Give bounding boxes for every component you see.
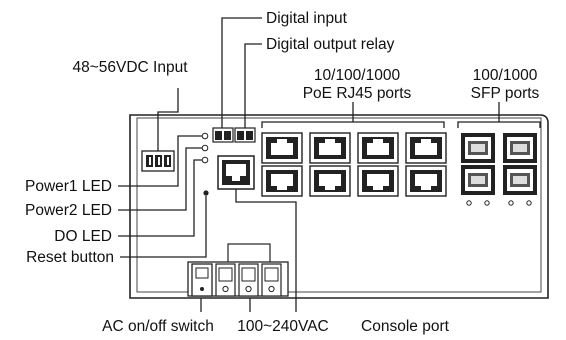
digital-input-terminal — [212, 127, 234, 143]
dc-input-connector — [141, 150, 175, 172]
ac-terminal-block — [215, 263, 282, 297]
sfp-port — [461, 165, 495, 195]
reset-button-label: Reset button — [26, 249, 114, 266]
poe-rj45-port — [309, 132, 351, 164]
power1-led — [201, 132, 209, 140]
ac-terminal — [238, 263, 259, 297]
sfp-ports — [461, 133, 537, 206]
poe-rj45-port — [261, 165, 303, 197]
sfp-link-led — [466, 200, 472, 206]
ac-terminal — [261, 263, 282, 297]
poe-rj45-port — [261, 132, 303, 164]
power1-led-label: Power1 LED — [25, 178, 112, 195]
sfp-ports-label: SFP ports — [471, 85, 540, 102]
callout-lines — [118, 17, 541, 312]
do-led — [201, 156, 209, 164]
ac-switch-label: AC on/off switch — [102, 318, 214, 335]
sfp-link-led — [526, 200, 532, 206]
power2-led — [201, 144, 209, 152]
ac-on-off-switch — [191, 263, 213, 297]
sfp-port — [461, 133, 495, 163]
poe-rj45-port — [405, 165, 447, 197]
digital-output-relay-label: Digital output relay — [266, 36, 395, 53]
sfp-port — [503, 133, 537, 163]
ac-terminal — [215, 263, 236, 297]
console-port — [217, 155, 255, 190]
poe-rj45-port — [357, 165, 399, 197]
ac-input-label: 100~240VAC — [237, 318, 329, 335]
poe-rj45-ports — [261, 132, 447, 197]
poe-ports-speed-label: 10/100/1000 — [314, 67, 401, 84]
poe-ports-label: PoE RJ45 ports — [303, 85, 412, 102]
do-led-label: DO LED — [54, 228, 112, 245]
poe-rj45-port — [309, 165, 351, 197]
sfp-link-led — [484, 200, 490, 206]
power2-led-label: Power2 LED — [25, 202, 112, 219]
reset-button — [203, 190, 209, 196]
digital-input-label: Digital input — [266, 10, 348, 27]
console-port-label: Console port — [361, 318, 450, 335]
poe-rj45-port — [357, 132, 399, 164]
dc-input-label: 48~56VDC Input — [72, 59, 188, 76]
sfp-ports-speed-label: 100/1000 — [473, 67, 538, 84]
sfp-port — [503, 165, 537, 195]
poe-rj45-port — [405, 132, 447, 164]
sfp-link-led — [508, 200, 514, 206]
digital-output-relay-terminal — [234, 127, 256, 143]
